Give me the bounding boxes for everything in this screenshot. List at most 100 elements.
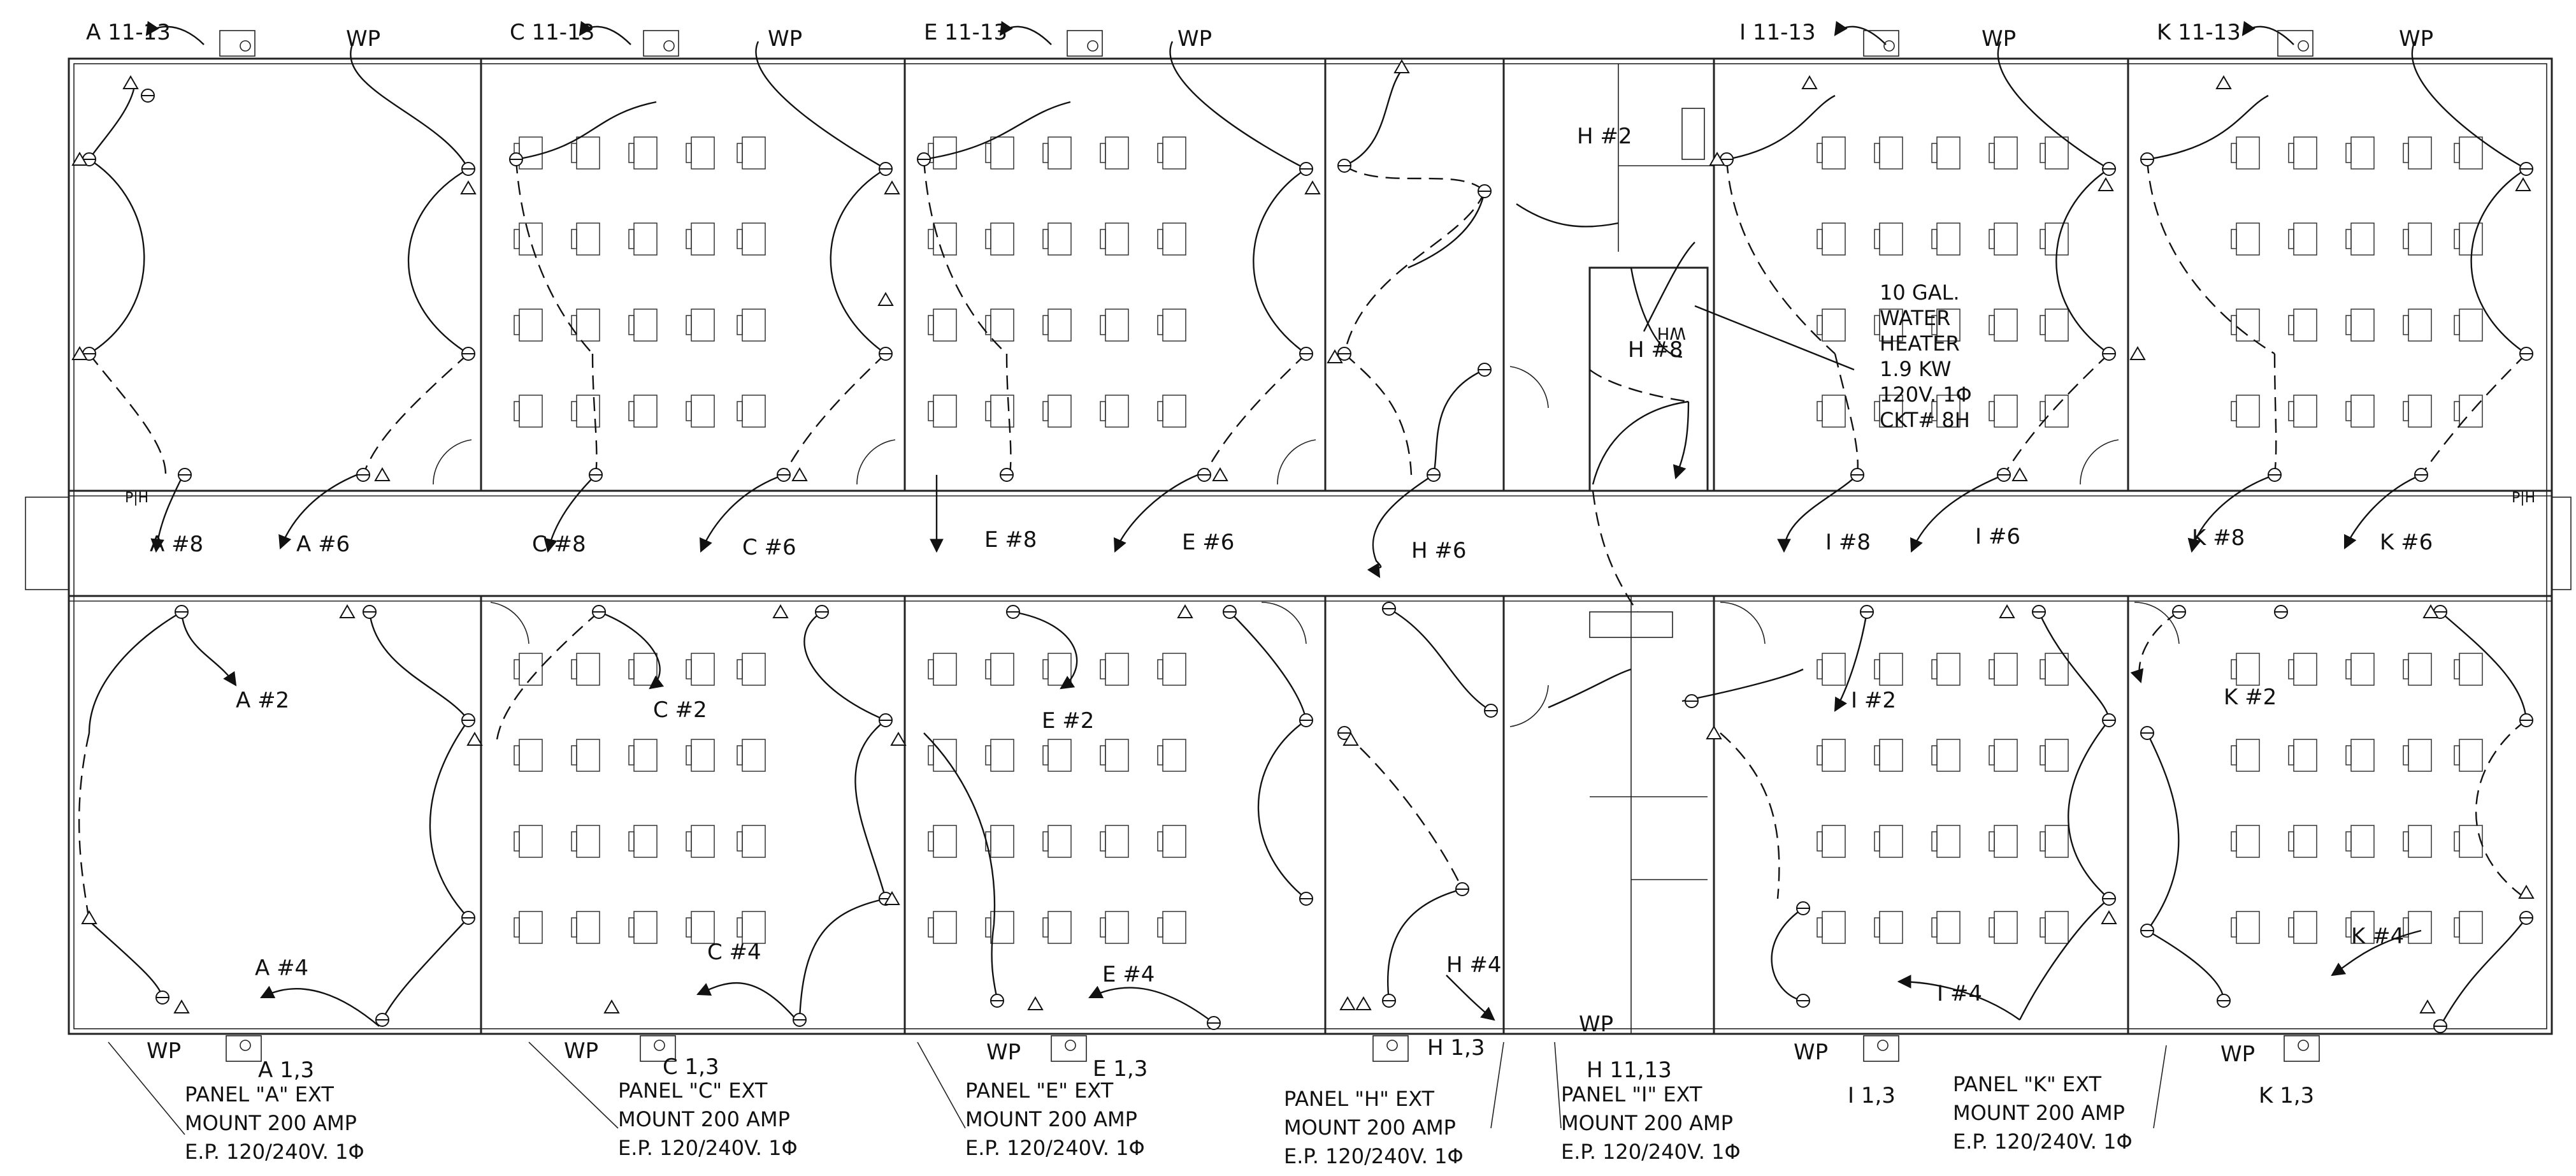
- desk: [2231, 653, 2260, 686]
- data-outlet-icon: [1706, 726, 1722, 739]
- desk: [985, 739, 1014, 772]
- desk: [2403, 739, 2432, 772]
- c2-label: C #2: [653, 697, 707, 723]
- e2-label: E #2: [1042, 708, 1094, 734]
- desk: [985, 309, 1014, 342]
- desk: [686, 739, 715, 772]
- desk: [571, 222, 600, 256]
- panel-k-note: PANEL "K" EXT MOUNT 200 AMP E.P. 120/240…: [1953, 1045, 2167, 1154]
- h8-label: H #8: [1628, 337, 1683, 363]
- svg-text:MOUNT 200 AMP: MOUNT 200 AMP: [1284, 1115, 1456, 1140]
- desk: [1874, 136, 1903, 170]
- panel-c-note: PANEL "C" EXT MOUNT 200 AMP E.P. 120/240…: [528, 1042, 798, 1160]
- h13-label: H 1,3: [1427, 1035, 1485, 1061]
- receptacle-icon: [2140, 924, 2154, 938]
- desk: [2288, 136, 2317, 170]
- data-outlet-icon: [2515, 178, 2531, 191]
- desk: [2403, 911, 2432, 944]
- data-outlet-icon: [340, 605, 355, 618]
- desk: [686, 653, 715, 686]
- desk: [1157, 309, 1186, 342]
- k8-label: K #8: [2192, 525, 2245, 551]
- desk: [737, 222, 766, 256]
- desk: [628, 395, 658, 428]
- desk: [514, 653, 543, 686]
- i4-label: I #4: [1937, 981, 1982, 1006]
- desk: [2403, 825, 2432, 858]
- receptacle-icon: [1207, 1016, 1221, 1030]
- desk: [737, 739, 766, 772]
- desk: [2454, 739, 2483, 772]
- receptacle-icon: [1796, 994, 1810, 1008]
- receptacle-icon: [1860, 605, 1874, 619]
- receptacle-icon: [777, 468, 791, 482]
- desk: [2345, 222, 2375, 256]
- desk: [2231, 395, 2260, 428]
- c13-label: C 1,3: [663, 1054, 719, 1080]
- water-heater-note: 10 GAL. WATER HEATER 1.9 KW 120V. 1Φ CKT…: [1880, 280, 1972, 432]
- data-outlet-icon: [773, 605, 788, 618]
- receptacle-icon: [2268, 468, 2282, 482]
- desk: [1042, 222, 1072, 256]
- receptacle-icon: [178, 468, 192, 482]
- desk: [686, 395, 715, 428]
- svg-text:E.P. 120/240V. 1Φ: E.P. 120/240V. 1Φ: [1561, 1140, 1741, 1164]
- receptacle-icon: [375, 1013, 389, 1027]
- k13-label: K 1,3: [2259, 1083, 2314, 1108]
- c4-label: C #4: [707, 940, 761, 965]
- data-outlet-icon: [467, 732, 482, 746]
- receptacle-icon: [1484, 704, 1498, 718]
- receptacle-symbols: [82, 89, 2533, 1033]
- a2-label: A #2: [236, 688, 289, 713]
- desk: [2345, 653, 2375, 686]
- desk: [1817, 395, 1846, 428]
- receptacle-icon: [815, 605, 829, 619]
- desk: [2231, 309, 2260, 342]
- desk: [2040, 825, 2069, 858]
- k6-label: K #6: [2380, 530, 2433, 555]
- desk: [2288, 911, 2317, 944]
- data-outlet-icon: [1177, 605, 1193, 618]
- desk: [628, 739, 658, 772]
- receptacle-icon: [1685, 694, 1699, 708]
- desk: [1042, 825, 1072, 858]
- desk: [686, 136, 715, 170]
- receptacle-icon: [2433, 1019, 2447, 1033]
- desk: [628, 653, 658, 686]
- h2-label: H #2: [1577, 124, 1632, 149]
- desk: [1100, 309, 1129, 342]
- desk: [2454, 136, 2483, 170]
- svg-text:HEATER: HEATER: [1880, 331, 1960, 356]
- desk: [928, 911, 957, 944]
- desk: [1817, 653, 1846, 686]
- receptacle-icon: [2414, 468, 2428, 482]
- a13-label: A 1,3: [258, 1057, 314, 1083]
- desk: [1931, 739, 1961, 772]
- desk: [985, 653, 1014, 686]
- desk: [2231, 222, 2260, 256]
- desk: [2345, 825, 2375, 858]
- svg-text:E.P. 120/240V. 1Φ: E.P. 120/240V. 1Φ: [965, 1136, 1145, 1160]
- desk: [686, 309, 715, 342]
- wp-i-bottom: WP: [1794, 1040, 1828, 1065]
- data-outlet-icon: [1356, 997, 1371, 1010]
- data-outlet-icon: [2012, 468, 2027, 481]
- desk: [571, 136, 600, 170]
- desk: [928, 653, 957, 686]
- desk: [1042, 911, 1072, 944]
- desk: [1042, 653, 1072, 686]
- panic-right: P|H: [2512, 490, 2535, 506]
- svg-text:E.P. 120/240V. 1Φ: E.P. 120/240V. 1Φ: [1953, 1129, 2133, 1154]
- receptacle-icon: [592, 605, 606, 619]
- receptacle-icon: [1796, 901, 1810, 915]
- data-outlet-icon: [2101, 911, 2117, 924]
- svg-text:WATER: WATER: [1880, 306, 1950, 330]
- data-outlet-icon: [2130, 347, 2145, 360]
- desk: [1042, 309, 1072, 342]
- receptacle-icon: [1478, 184, 1492, 198]
- desk: [1042, 136, 1072, 170]
- desk: [1989, 309, 2018, 342]
- data-outlet-icon: [891, 732, 906, 746]
- desk: [1874, 825, 1903, 858]
